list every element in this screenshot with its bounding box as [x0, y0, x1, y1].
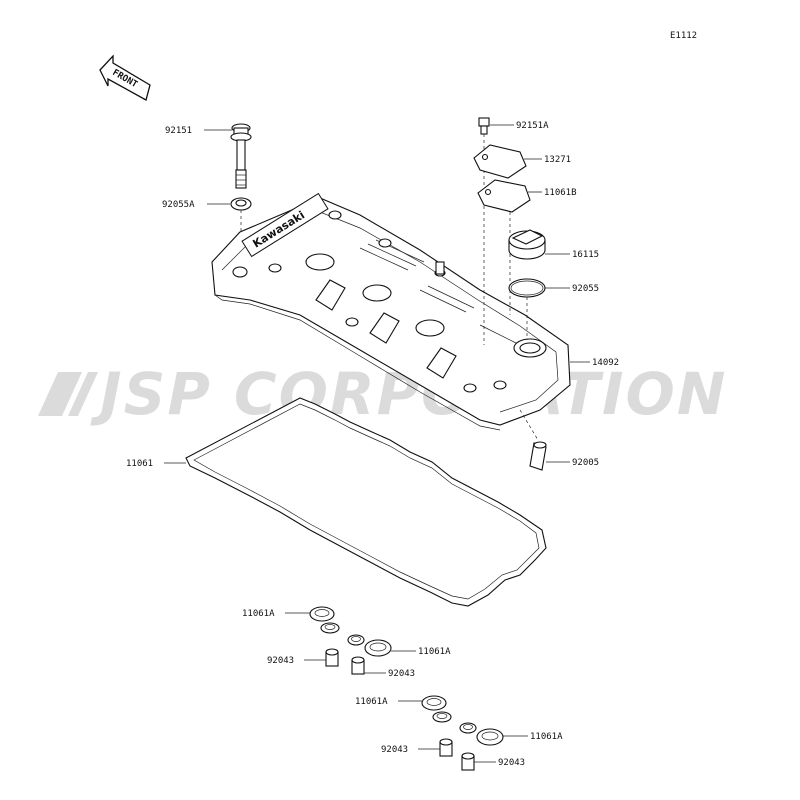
gasket-11061B[interactable] — [477, 179, 531, 213]
bushing-92043-1[interactable] — [325, 648, 339, 667]
bushing-92043-3[interactable] — [439, 738, 453, 757]
callout-11061: 11061 — [126, 459, 153, 469]
callout-16115: 16115 — [572, 250, 599, 260]
bushing-92043-4[interactable] — [461, 752, 475, 771]
callout-11061A-1: 11061A — [242, 609, 275, 619]
oil-cap-16115[interactable] — [508, 229, 546, 260]
callout-92043-4: 92043 — [498, 758, 525, 768]
plug-gasket-11061A-1[interactable] — [309, 606, 340, 634]
callout-92151: 92151 — [165, 126, 192, 136]
callout-14092: 14092 — [592, 358, 619, 368]
callout-92043-3: 92043 — [381, 745, 408, 755]
dowel-92005[interactable] — [529, 441, 547, 471]
callout-13271: 13271 — [544, 155, 571, 165]
washer-92055A[interactable] — [230, 197, 252, 211]
callout-11061A-4: 11061A — [530, 732, 563, 742]
diagram-code: E1112 — [670, 31, 697, 41]
callout-11061A-3: 11061A — [355, 697, 388, 707]
watermark: JSP CORPORATION — [38, 360, 725, 428]
callout-92005: 92005 — [572, 458, 599, 468]
callout-92055: 92055 — [572, 284, 599, 294]
callout-92043-2: 92043 — [388, 669, 415, 679]
cap-13271[interactable] — [473, 144, 527, 179]
gasket-11061[interactable] — [185, 397, 547, 607]
front-arrow-icon: FRONT — [99, 54, 151, 101]
callout-11061B: 11061B — [544, 188, 577, 198]
callout-92151A: 92151A — [516, 121, 549, 131]
plug-gasket-11061A-4[interactable] — [459, 722, 504, 746]
o-ring-92055[interactable] — [508, 278, 546, 298]
bolt-92151A[interactable] — [478, 117, 490, 135]
plug-gasket-11061A-2[interactable] — [347, 634, 392, 657]
callout-92043-1: 92043 — [267, 656, 294, 666]
bolt-92151[interactable] — [230, 123, 252, 189]
callout-92055A: 92055A — [162, 200, 195, 210]
plug-gasket-11061A-3[interactable] — [421, 695, 452, 723]
bushing-92043-2[interactable] — [351, 656, 365, 675]
callout-11061A-2: 11061A — [418, 647, 451, 657]
